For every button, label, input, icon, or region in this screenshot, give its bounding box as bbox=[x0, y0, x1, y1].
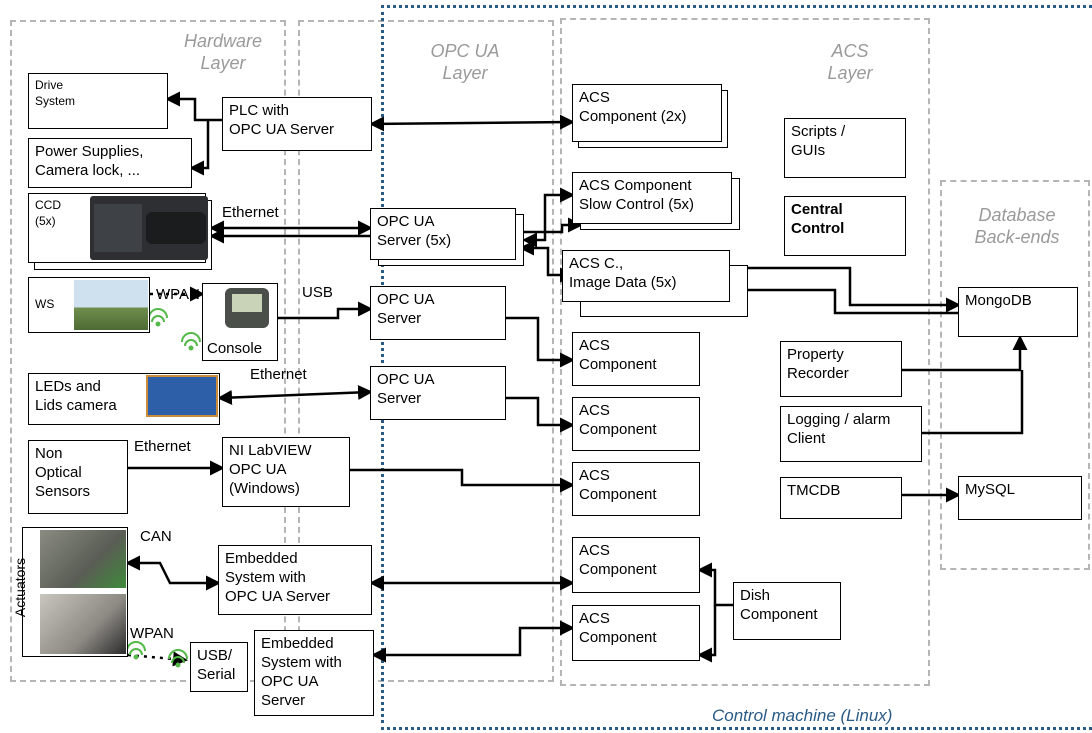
acs-image-data-box: ACS C., Image Data (5x) bbox=[562, 250, 730, 302]
hardware-layer-title: Hardware Layer bbox=[183, 31, 263, 73]
central-control-box: Central Control bbox=[784, 196, 906, 256]
label-ethernet-ccd: Ethernet bbox=[222, 204, 279, 221]
acs-slow-control-box: ACS Component Slow Control (5x) bbox=[572, 172, 732, 224]
logging-alarm-client-box: Logging / alarm Client bbox=[780, 406, 922, 462]
acs-component-e-box: ACS Component bbox=[572, 605, 700, 661]
acs-component-b-box: ACS Component bbox=[572, 397, 700, 451]
line-image-mongodb-a bbox=[730, 266, 961, 313]
line-embedded2-comp-e bbox=[371, 620, 575, 663]
opcua-server-ethernet-box: OPC UA Server bbox=[370, 366, 506, 420]
leds-board-image bbox=[146, 375, 218, 417]
dish-component-box: Dish Component bbox=[733, 582, 841, 640]
control-machine-label: Control machine (Linux) bbox=[712, 706, 893, 725]
scripts-guis-box: Scripts / GUIs bbox=[784, 118, 906, 178]
plc-opcua-box: PLC with OPC UA Server bbox=[222, 97, 372, 151]
actuator-image-1 bbox=[40, 530, 126, 588]
hardware-layer-frame bbox=[10, 20, 286, 682]
actuators-label: Actuators bbox=[12, 557, 29, 618]
line-drive-plc bbox=[165, 91, 222, 122]
usb-serial-box: USB/ Serial bbox=[190, 642, 248, 692]
line-opcusb-comp-a bbox=[506, 316, 575, 368]
console-device-image bbox=[225, 288, 269, 328]
opcua-layer-frame bbox=[298, 20, 554, 682]
console-label: Console bbox=[207, 340, 263, 357]
embedded-system-1-box: Embedded System with OPC UA Server bbox=[218, 545, 372, 615]
line-comp-d-dish bbox=[697, 562, 733, 607]
line-image-mongodb-b bbox=[745, 288, 958, 315]
label-ethernet-sensors: Ethernet bbox=[134, 438, 191, 455]
labview-opcua-box: NI LabVIEW OPC UA (Windows) bbox=[222, 437, 350, 507]
weather-station-image bbox=[74, 280, 148, 330]
acs-component-2x-box: ACS Component (2x) bbox=[572, 84, 722, 142]
label-usb: USB bbox=[302, 284, 333, 301]
line-opc5x-image bbox=[519, 240, 575, 283]
line-console-opc bbox=[278, 301, 373, 320]
acs-component-c-box: ACS Component bbox=[572, 462, 700, 516]
line-opc5x-slow bbox=[522, 187, 575, 248]
label-can: CAN bbox=[140, 528, 172, 545]
tmcdb-box: TMCDB bbox=[780, 477, 902, 519]
mongodb-box: MongoDB bbox=[958, 287, 1078, 337]
line-labview-comp-c bbox=[350, 468, 575, 493]
line-opc5x-slow-b bbox=[518, 217, 583, 234]
actuator-image-2 bbox=[40, 594, 126, 654]
line-logging-mongodb bbox=[922, 370, 1024, 435]
database-layer-title: Database Back-ends bbox=[974, 205, 1060, 247]
opcua-layer-title: OPC UA Layer bbox=[430, 41, 500, 83]
line-opceth-comp-b bbox=[506, 396, 575, 433]
ccd-camera-image bbox=[90, 196, 208, 260]
embedded-system-2-box: Embedded System with OPC UA Server bbox=[254, 630, 374, 716]
line-property-mongodb bbox=[902, 335, 1028, 372]
acs-layer-frame bbox=[560, 18, 930, 686]
drive-system-box: Drive System bbox=[28, 73, 168, 129]
acs-component-a-box: ACS Component bbox=[572, 332, 700, 386]
wireless-signal-icons bbox=[126, 308, 201, 668]
opcua-server-5x-box: OPC UA Server (5x) bbox=[370, 208, 516, 260]
line-comp-e-dish bbox=[697, 605, 717, 663]
label-ethernet-leds: Ethernet bbox=[250, 366, 307, 383]
line-actuators-embedded1 bbox=[125, 555, 221, 591]
non-optical-sensors-box: Non Optical Sensors bbox=[28, 440, 128, 514]
acs-component-d-box: ACS Component bbox=[572, 537, 700, 593]
line-plc-comp2x bbox=[369, 114, 575, 132]
console-box: Console bbox=[202, 283, 278, 361]
line-leds-opc bbox=[217, 384, 373, 406]
label-wpan-actuators: WPAN bbox=[130, 625, 174, 642]
weather-station-label: WS bbox=[35, 297, 55, 311]
line-power-plc bbox=[189, 120, 210, 176]
acs-layer-title: ACS Layer bbox=[827, 41, 873, 83]
property-recorder-box: Property Recorder bbox=[780, 341, 902, 397]
label-wpan-ws: WPAN bbox=[156, 286, 200, 303]
database-layer-frame bbox=[940, 180, 1090, 570]
opcua-server-usb-box: OPC UA Server bbox=[370, 286, 506, 340]
power-supplies-box: Power Supplies, Camera lock, ... bbox=[28, 138, 192, 188]
mysql-box: MySQL bbox=[958, 476, 1082, 520]
